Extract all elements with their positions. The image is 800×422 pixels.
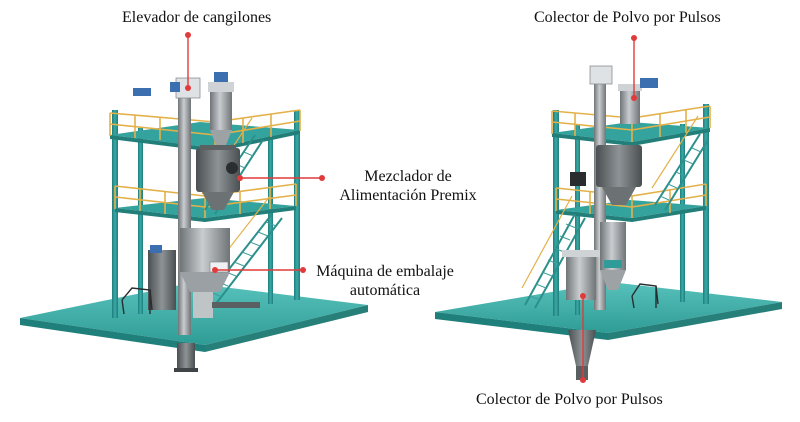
left-packing-machine <box>121 228 260 318</box>
right-top-dust-collector <box>618 78 658 124</box>
callouts <box>185 32 637 383</box>
right-base-platform <box>435 282 782 340</box>
callout-top-dust-collector <box>631 35 637 101</box>
label-premix-mixer-line1: Mezclador de <box>364 168 452 185</box>
label-premix-mixer: Mezclador de Alimentación Premix <box>328 167 488 205</box>
right-pit-hopper <box>568 330 596 380</box>
left-plant <box>20 72 368 372</box>
callout-premix-mixer <box>237 175 325 181</box>
right-premix-mixer <box>570 145 642 205</box>
label-bucket-elevator: Elevador de cangilones <box>122 9 272 26</box>
label-top-dust-collector: Colector de Polvo por Pulsos <box>534 9 721 26</box>
callout-bottom-dust-collector <box>580 293 586 383</box>
label-packing-machine: Máquina de embalaje automática <box>306 262 464 300</box>
right-plant <box>435 65 782 380</box>
label-premix-mixer-line2: Alimentación Premix <box>339 187 477 204</box>
right-stairs <box>521 115 709 309</box>
left-pit-elevator <box>174 343 198 372</box>
label-packing-machine-line1: Máquina de embalaje <box>316 263 454 280</box>
label-packing-machine-line2: automática <box>349 282 421 299</box>
left-premix-mixer <box>196 145 240 210</box>
callout-bucket-elevator <box>185 32 191 91</box>
label-bottom-dust-collector: Colector de Polvo por Pulsos <box>476 391 663 408</box>
left-top-bins <box>208 72 234 145</box>
right-bottom-dust-collector <box>562 222 659 309</box>
right-top-platform <box>551 105 711 146</box>
callout-packing-machine <box>212 267 306 273</box>
